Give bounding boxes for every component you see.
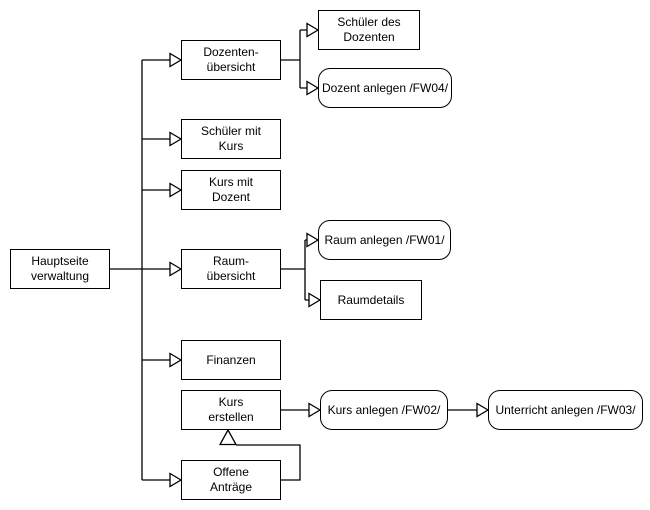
node-schueler-mit-kurs: Schüler mit Kurs [181,119,281,159]
node-kurs-erstellen: Kurs erstellen [181,390,281,430]
node-kurs-anlegen: Kurs anlegen /FW02/ [320,390,448,430]
arrowhead-up-icon [218,428,238,446]
arrowhead-icon [308,292,322,308]
arrowhead-icon [169,352,183,368]
arrowhead-icon [169,52,183,68]
arrowhead-icon [306,232,320,248]
node-kurs-mit-dozent: Kurs mit Dozent [181,170,281,210]
node-schueler-des-dozenten: Schüler des Dozenten [318,10,420,50]
node-unterricht-anlegen: Unterricht anlegen /FW03/ [488,390,643,430]
arrowhead-icon [306,80,320,96]
arrowhead-icon [308,402,322,418]
arrowhead-icon [169,472,183,488]
arrowhead-icon [306,22,320,38]
node-offene-antraege: Offene Anträge [181,460,281,500]
connector-offene-kurs [218,428,301,481]
connector-raum-fork [281,239,309,301]
arrowhead-icon [476,402,490,418]
node-finanzen: Finanzen [181,340,281,380]
arrowhead-icon [169,131,183,147]
connector-trunk [141,59,170,481]
arrowhead-icon [169,182,183,198]
node-raum-uebersicht: Raum- übersicht [181,249,281,289]
node-dozenten-uebersicht: Dozenten- übersicht [181,40,281,80]
connector-dozenten-fork [281,29,307,89]
node-raum-anlegen: Raum anlegen /FW01/ [318,220,451,260]
arrowhead-icon [169,261,183,277]
node-raumdetails: Raumdetails [320,280,422,320]
node-hauptseite-verwaltung: Hauptseite verwaltung [10,249,110,289]
node-dozent-anlegen: Dozent anlegen /FW04/ [318,68,452,108]
arrowheads-right [169,22,490,488]
